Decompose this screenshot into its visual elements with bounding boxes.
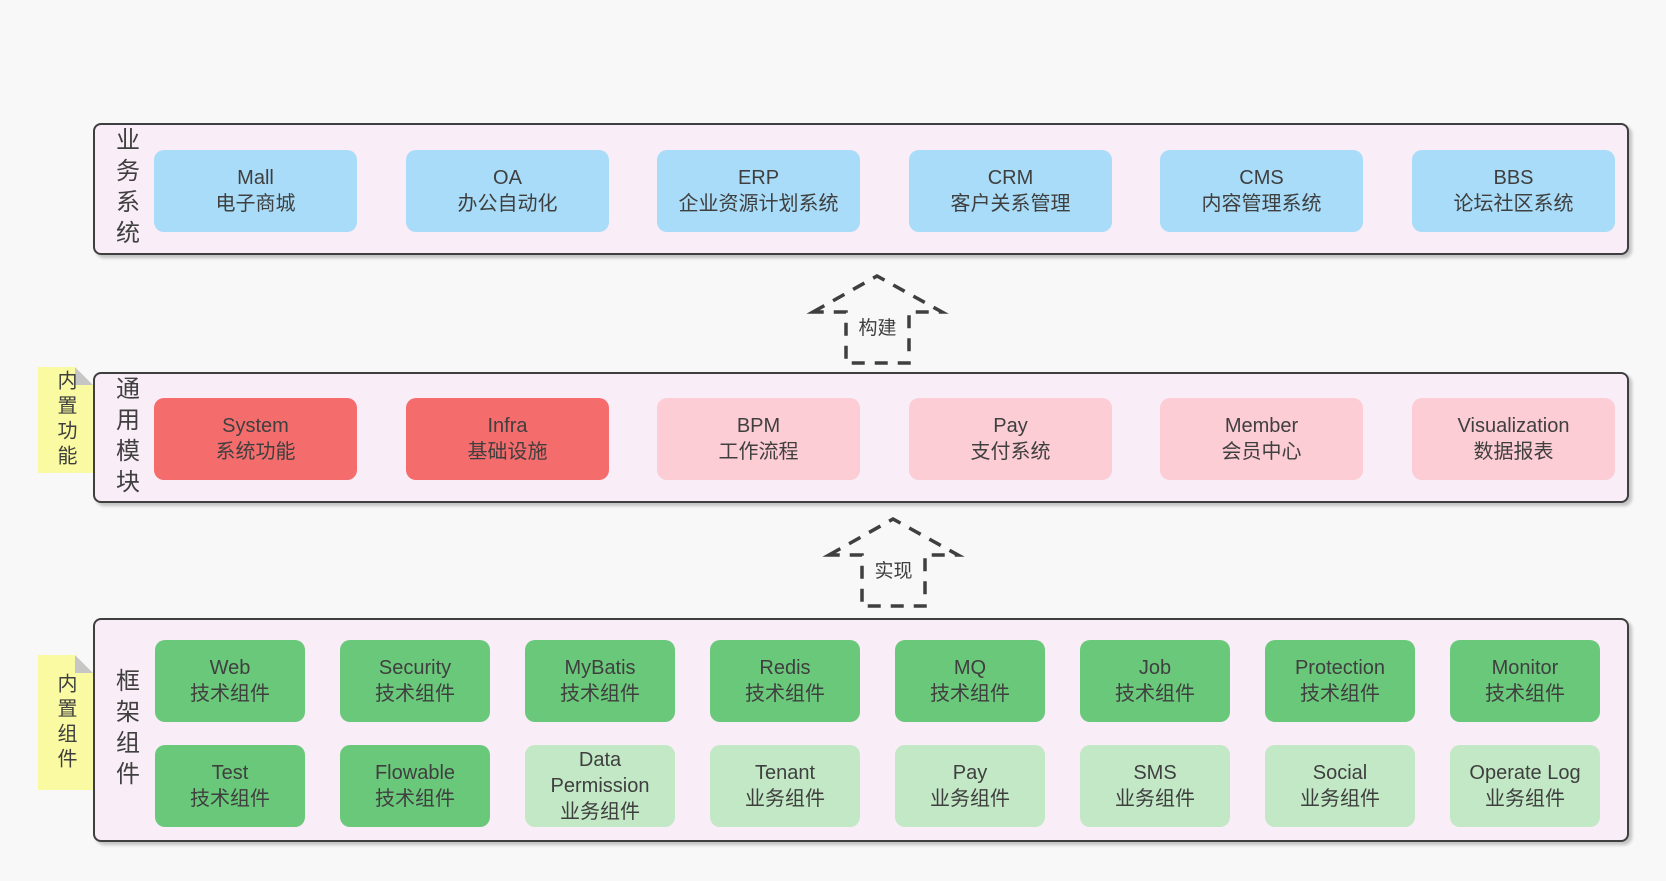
- box-subtitle: 业务组件: [1115, 788, 1195, 810]
- box-title: CRM: [987, 167, 1034, 189]
- box-title: MyBatis: [564, 657, 636, 679]
- box-mall: Mall 电子商城: [154, 150, 357, 232]
- box-title: Job: [1138, 657, 1172, 679]
- layer-business-systems: 业务系统 Mall 电子商城 OA 办公自动化 ERP 企业资源计划系统 CRM…: [93, 123, 1629, 255]
- box-web: Web 技术组件: [155, 640, 305, 722]
- sticky-note-text: 内置功能: [54, 370, 76, 470]
- box-pay: Pay 支付系统: [909, 398, 1112, 480]
- box-title: Protection: [1294, 657, 1386, 679]
- box-title: Monitor: [1491, 657, 1559, 679]
- sticky-note-builtin-features: 内置功能: [38, 367, 93, 473]
- box-subtitle: 技术组件: [190, 683, 270, 705]
- box-title: Web: [209, 657, 251, 679]
- box-redis: Redis 技术组件: [710, 640, 860, 722]
- box-subtitle: 论坛社区系统: [1453, 193, 1574, 215]
- box-subtitle: 技术组件: [1485, 683, 1565, 705]
- box-title: SMS: [1133, 762, 1177, 784]
- box-bpm: BPM 工作流程: [657, 398, 860, 480]
- box-title: Data Permission: [550, 749, 650, 797]
- box-subtitle: 基础设施: [467, 441, 548, 463]
- box-visualization: Visualization 数据报表: [1412, 398, 1615, 480]
- box-test: Test 技术组件: [155, 745, 305, 827]
- box-title: Tenant: [754, 762, 816, 784]
- box-title: Social: [1312, 762, 1368, 784]
- box-monitor: Monitor 技术组件: [1450, 640, 1600, 722]
- implement-arrow: 实现: [821, 513, 966, 610]
- box-title: Member: [1224, 415, 1299, 437]
- box-subtitle: 内容管理系统: [1201, 193, 1322, 215]
- box-erp: ERP 企业资源计划系统: [657, 150, 860, 232]
- box-title: Flowable: [374, 762, 456, 784]
- box-flowable: Flowable 技术组件: [340, 745, 490, 827]
- box-security: Security 技术组件: [340, 640, 490, 722]
- box-title: Operate Log: [1469, 762, 1581, 784]
- box-title: BPM: [736, 415, 781, 437]
- box-subtitle: 业务组件: [930, 788, 1010, 810]
- layer-label-framework-components: 框架组件: [111, 668, 139, 792]
- box-subtitle: 技术组件: [560, 683, 640, 705]
- box-title: OA: [493, 167, 522, 189]
- box-job: Job 技术组件: [1080, 640, 1230, 722]
- box-title: Pay: [952, 762, 988, 784]
- box-title: Infra: [487, 415, 528, 437]
- box-subtitle: 业务组件: [1485, 788, 1565, 810]
- box-subtitle: 工作流程: [718, 441, 799, 463]
- box-cms: CMS 内容管理系统: [1160, 150, 1363, 232]
- box-subtitle: 业务组件: [560, 801, 640, 823]
- arrow-label: 实现: [871, 555, 916, 584]
- box-system: System 系统功能: [154, 398, 357, 480]
- box-bbs: BBS 论坛社区系统: [1412, 150, 1615, 232]
- box-pay-component: Pay 业务组件: [895, 745, 1045, 827]
- box-title: CMS: [1239, 167, 1284, 189]
- layer-common-modules: 通用模块 System 系统功能 Infra 基础设施 BPM 工作流程 Pay…: [93, 372, 1629, 503]
- box-subtitle: 业务组件: [745, 788, 825, 810]
- box-subtitle: 办公自动化: [457, 193, 558, 215]
- box-title: Redis: [759, 657, 811, 679]
- box-data-permission: Data Permission 业务组件: [525, 745, 675, 827]
- sticky-note-text: 内置组件: [54, 672, 76, 773]
- box-title: Mall: [237, 167, 274, 189]
- box-subtitle: 企业资源计划系统: [678, 193, 839, 215]
- box-infra: Infra 基础设施: [406, 398, 609, 480]
- build-arrow: 构建: [805, 270, 950, 367]
- box-sms: SMS 业务组件: [1080, 745, 1230, 827]
- box-subtitle: 电子商城: [215, 193, 296, 215]
- box-subtitle: 技术组件: [1115, 683, 1195, 705]
- box-subtitle: 技术组件: [745, 683, 825, 705]
- box-member: Member 会员中心: [1160, 398, 1363, 480]
- box-title: Test: [211, 762, 249, 784]
- box-title: ERP: [737, 167, 780, 189]
- box-protection: Protection 技术组件: [1265, 640, 1415, 722]
- box-subtitle: 技术组件: [375, 683, 455, 705]
- box-title: BBS: [1493, 167, 1534, 189]
- box-title: MQ: [953, 657, 987, 679]
- layer-label-business-systems: 业务系统: [111, 127, 139, 251]
- box-subtitle: 客户关系管理: [950, 193, 1071, 215]
- box-title: Pay: [993, 415, 1028, 437]
- box-oa: OA 办公自动化: [406, 150, 609, 232]
- box-title: System: [222, 415, 289, 437]
- box-subtitle: 业务组件: [1300, 788, 1380, 810]
- box-subtitle: 数据报表: [1473, 441, 1554, 463]
- sticky-note-builtin-components: 内置组件: [38, 655, 93, 790]
- box-tenant: Tenant 业务组件: [710, 745, 860, 827]
- box-mq: MQ 技术组件: [895, 640, 1045, 722]
- box-subtitle: 系统功能: [215, 441, 296, 463]
- box-social: Social 业务组件: [1265, 745, 1415, 827]
- box-subtitle: 技术组件: [190, 788, 270, 810]
- box-subtitle: 技术组件: [930, 683, 1010, 705]
- box-title: Security: [378, 657, 452, 679]
- box-mybatis: MyBatis 技术组件: [525, 640, 675, 722]
- box-subtitle: 支付系统: [970, 441, 1051, 463]
- arrow-label: 构建: [855, 312, 900, 341]
- box-subtitle: 技术组件: [1300, 683, 1380, 705]
- box-subtitle: 技术组件: [375, 788, 455, 810]
- layer-framework-components: 框架组件 Web 技术组件 Security 技术组件 MyBatis 技术组件…: [93, 618, 1629, 842]
- layer-label-common-modules: 通用模块: [111, 375, 139, 500]
- box-subtitle: 会员中心: [1221, 441, 1302, 463]
- box-crm: CRM 客户关系管理: [909, 150, 1112, 232]
- box-title: Visualization: [1457, 415, 1570, 437]
- box-operate-log: Operate Log 业务组件: [1450, 745, 1600, 827]
